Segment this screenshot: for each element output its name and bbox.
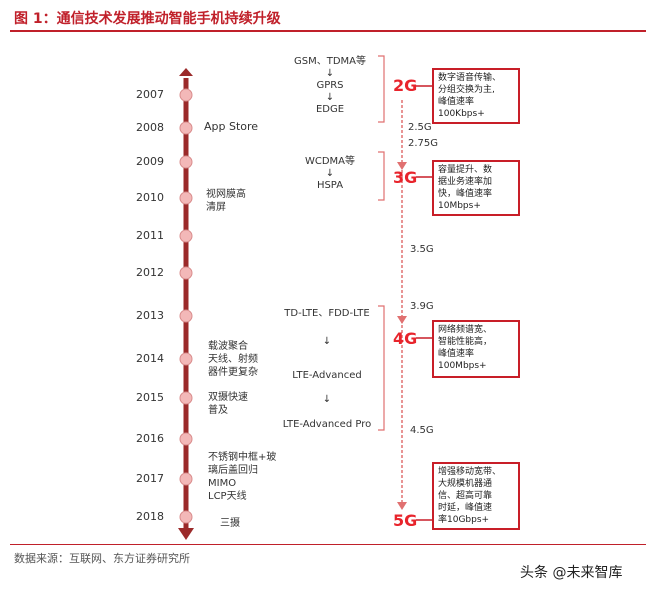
gen-5g-label: 5G: [393, 511, 418, 530]
tech-2g-stack: GSM、TDMA等↓GPRS↓EDGE: [293, 56, 366, 115]
year-label: 2008: [136, 121, 164, 134]
timeline-nodes: [179, 88, 193, 524]
timeline-node-2015: [179, 391, 193, 405]
year-label: 2016: [136, 432, 164, 445]
bracket-2g: [378, 55, 385, 123]
year-label: 2007: [136, 88, 164, 101]
year-label: 2017: [136, 472, 164, 485]
tech-3g-stack: WCDMA等↓HSPA: [304, 156, 356, 191]
title-rule: [10, 30, 646, 32]
gap-label-2-5g: 2.5G: [408, 122, 432, 133]
desc-box-5g: 增强移动宽带、大规模机器通信、超高可靠时延，峰值速率10Gbps+: [432, 462, 520, 530]
year-label: 2013: [136, 309, 164, 322]
note-2018: 三摄: [220, 518, 240, 529]
timeline-node-2011: [179, 229, 193, 243]
note-2008: App Store: [204, 120, 259, 133]
timeline-node-2012: [179, 266, 193, 280]
timeline-node-2008: [179, 121, 193, 135]
tech-arrow: ↓: [322, 336, 332, 347]
bracket-4g: [378, 305, 385, 431]
gap-label-2-75g: 2.75G: [408, 138, 439, 149]
gen-3g-label: 3G: [393, 168, 418, 187]
note-2010: 视网膜高清屏: [206, 189, 246, 213]
timeline-arrow-head: [178, 528, 194, 540]
timeline-node-2013: [179, 309, 193, 323]
gen-4g-label: 4G: [393, 329, 418, 348]
timeline-node-2016: [179, 432, 193, 446]
gen-2g-label: 2G: [393, 76, 418, 95]
year-label: 2009: [136, 155, 164, 168]
tech-4g-lte-advanced-pro: LTE-Advanced Pro: [282, 419, 372, 430]
year-label: 2015: [136, 391, 164, 404]
year-label: 2011: [136, 229, 164, 242]
tech-4g-tdd-fdd: TD-LTE、FDD-LTE: [284, 308, 370, 319]
footer-rule: [10, 544, 646, 545]
timeline-node-2017: [179, 472, 193, 486]
tech-4g-lte-advanced: LTE-Advanced: [292, 370, 362, 381]
year-label: 2012: [136, 266, 164, 279]
year-label: 2010: [136, 191, 164, 204]
tech-arrow: ↓: [322, 394, 332, 405]
gap-label-4-5g: 4.5G: [410, 425, 434, 436]
note-2014: 载波聚合天线、射频器件更复杂: [208, 341, 258, 378]
progress-arrow-4g: [397, 316, 407, 324]
bracket-3g: [378, 151, 385, 201]
timeline-node-2009: [179, 155, 193, 169]
year-label: 2014: [136, 352, 164, 365]
timeline-node-2018: [179, 510, 193, 524]
timeline-node-2007: [179, 88, 193, 102]
progress-arrow-3g: [397, 162, 407, 170]
source-note: 数据来源：互联网、东方证券研究所: [14, 552, 190, 565]
gap-label-3-9g: 3.9G: [410, 301, 434, 312]
timeline-top-cap: [179, 68, 193, 76]
timeline-node-2014: [179, 352, 193, 366]
year-label: 2018: [136, 510, 164, 523]
note-2015: 双摄快速普及: [208, 392, 248, 416]
gap-label-3-5g: 3.5G: [410, 244, 434, 255]
figure-title: 图 1：通信技术发展推动智能手机持续升级: [14, 11, 281, 27]
progress-arrow-5g: [397, 502, 407, 510]
timeline-node-2010: [179, 191, 193, 205]
watermark: 头条 @未来智库: [520, 565, 623, 581]
